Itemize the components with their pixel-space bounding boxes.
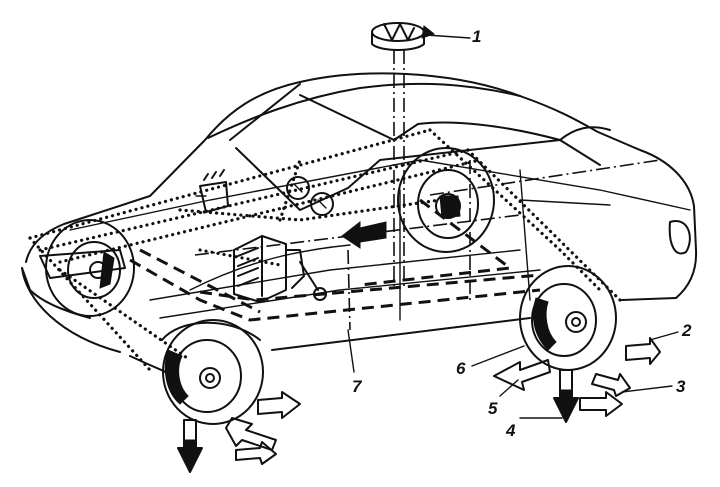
yaw-rotation-icon [371, 22, 471, 51]
wheel-rear-right [397, 147, 495, 253]
brake-lines [129, 198, 541, 322]
car-body [21, 72, 698, 374]
rear-wheel-forces [493, 337, 661, 424]
callout-3: 3 [676, 377, 686, 396]
control-unit [195, 169, 229, 213]
callout-2: 2 [681, 321, 692, 340]
callout-4: 4 [505, 421, 516, 440]
wheel-rear-left [519, 265, 617, 371]
dashboard-gauges [286, 176, 334, 216]
leader-lines [347, 329, 679, 419]
callout-5: 5 [488, 399, 498, 418]
steering-angle-sensor-arrow [341, 220, 387, 249]
wheel-front-left [161, 319, 264, 425]
wheel-front-right [45, 219, 135, 317]
front-wheel-forces [177, 391, 301, 474]
callout-7: 7 [352, 377, 363, 396]
hydraulic-modulator [233, 235, 327, 303]
callout-6: 6 [456, 359, 466, 378]
callout-1: 1 [472, 27, 481, 46]
wiring-routes [28, 128, 622, 372]
